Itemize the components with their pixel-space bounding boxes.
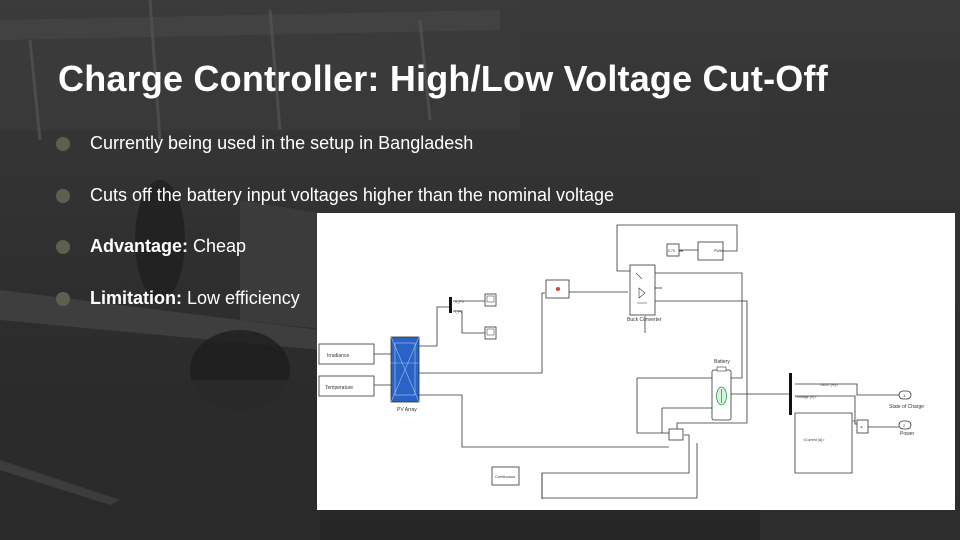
pv-array-block[interactable] <box>390 336 420 403</box>
bullet-text: Currently being used in the setup in Ban… <box>90 133 473 154</box>
svg-text:×: × <box>860 425 863 431</box>
state-of-charge-label: State of Charge <box>889 404 924 410</box>
mux-current-label: <Current (A)> <box>803 438 824 442</box>
sum-block[interactable] <box>668 428 684 441</box>
soc-outport-number: 1 <box>903 393 906 398</box>
pwm-block[interactable] <box>697 241 724 261</box>
mux-soc-label: <SOC (%)> <box>820 383 838 387</box>
bullet-bold-advantage: Advantage: <box>90 236 189 256</box>
bullet-text: Advantage: Cheap <box>90 236 246 257</box>
product-block[interactable] <box>856 419 869 434</box>
battery-block[interactable] <box>711 366 732 421</box>
bullet-dot <box>56 240 70 254</box>
bullet-dot <box>56 292 70 306</box>
bullet-text: Cuts off the battery input voltages high… <box>90 185 614 206</box>
bullet-text-2: Cuts off the battery input voltages high… <box>90 185 615 205</box>
buck-converter-label: Buck Converter <box>627 317 662 323</box>
soc-outport[interactable] <box>898 390 912 400</box>
scope-vpv[interactable] <box>484 293 497 307</box>
powergui-block[interactable] <box>491 466 520 486</box>
pwm-label: PWM <box>714 249 723 253</box>
irradiance-label: Irradiance <box>327 353 349 359</box>
pv-array-label: PV Array <box>397 407 417 413</box>
temperature-label: Temperature <box>325 385 353 391</box>
bullet-text-4: Low efficiency <box>182 288 300 308</box>
bullet-text-1: Currently being used in the setup in Ban… <box>90 133 474 153</box>
power-outport[interactable] <box>898 420 912 430</box>
battery-label: Battery <box>714 359 730 365</box>
constant-value: 0.75 <box>668 249 675 253</box>
bullet-text: Limitation: Low efficiency <box>90 288 300 309</box>
power-outport-number: 2 <box>903 423 906 428</box>
mux-voltage-label: <Voltage (V)> <box>795 395 816 399</box>
continuous-label: Continuous <box>495 474 515 479</box>
v-pv-port: V_PV <box>455 300 465 304</box>
slide-title: Charge Controller: High/Low Voltage Cut-… <box>58 58 828 99</box>
scope-ipv[interactable] <box>484 326 497 340</box>
diagram-canvas: Irradiance Temperature PV Array V_PV I_P… <box>318 224 924 499</box>
bullet-dot <box>56 189 70 203</box>
i-pv-port: I_PV <box>455 310 463 314</box>
power-label: Power <box>900 431 915 437</box>
bullet-bold-limitation: Limitation: <box>90 288 182 308</box>
buck-converter-block[interactable] <box>629 264 656 316</box>
simulink-diagram: Irradiance Temperature PV Array V_PV I_P… <box>317 213 955 510</box>
bullet-text-3: Cheap <box>188 236 247 256</box>
bullet-dot <box>56 137 70 151</box>
